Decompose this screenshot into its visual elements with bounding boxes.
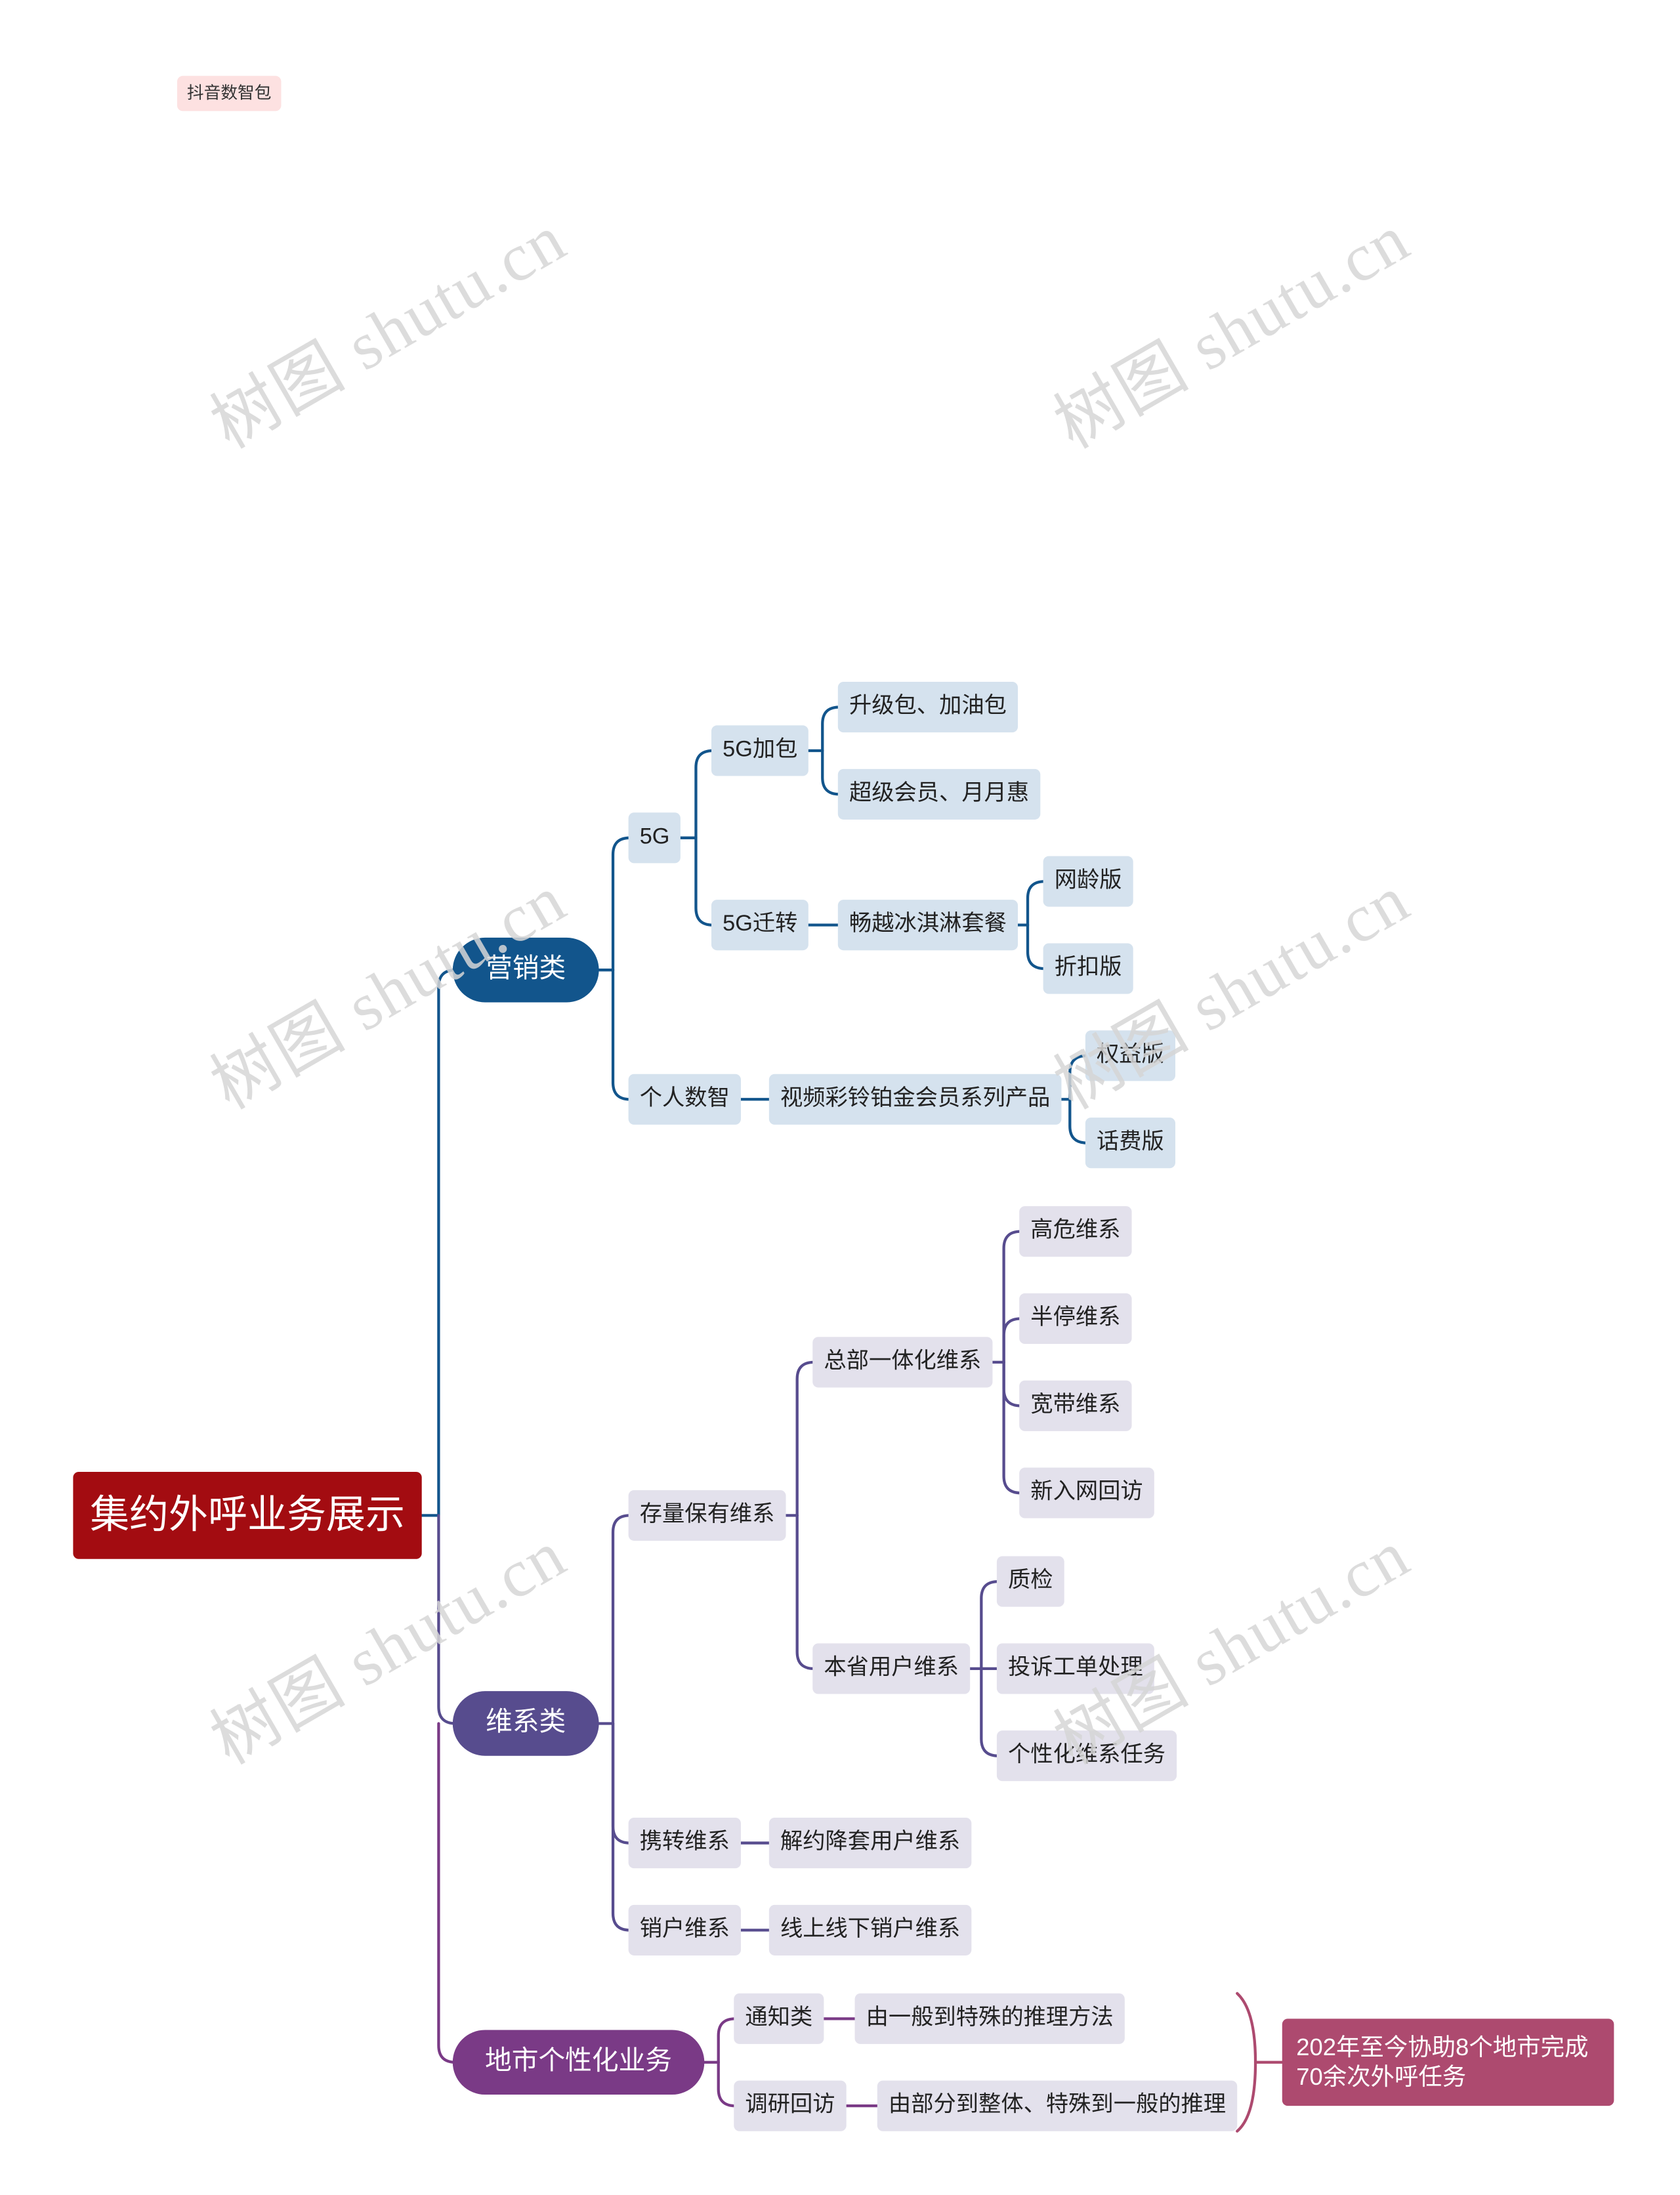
node-upgrade-pack[interactable]: 升级包、加油包 xyxy=(837,682,1018,733)
node-video-ringtone-product[interactable]: 视频彩铃铂金会员系列产品 xyxy=(768,1074,1062,1125)
node-complaint-handling[interactable]: 投诉工单处理 xyxy=(996,1643,1154,1694)
node-survey-followup[interactable]: 调研回访 xyxy=(734,2080,847,2131)
topic-local-business[interactable]: 地市个性化业务 xyxy=(452,2030,705,2095)
node-new-user-followup[interactable]: 新入网回访 xyxy=(1019,1467,1154,1518)
node-discount-edition[interactable]: 折扣版 xyxy=(1043,943,1133,994)
node-personalized-task[interactable]: 个性化维系任务 xyxy=(996,1730,1177,1782)
tag-badge: 抖音数智包 xyxy=(177,75,282,112)
node-super-member[interactable]: 超级会员、月月惠 xyxy=(837,768,1041,820)
node-notice[interactable]: 通知类 xyxy=(734,1993,824,2044)
node-broadband[interactable]: 宽带维系 xyxy=(1019,1380,1132,1431)
summary-note[interactable]: 202年至今协助8个地市完成70余次外呼任务 xyxy=(1282,2018,1614,2106)
node-stock-retention[interactable]: 存量保有维系 xyxy=(628,1490,786,1541)
node-5g[interactable]: 5G xyxy=(628,812,681,864)
node-online-offline-cancel[interactable]: 线上线下销户维系 xyxy=(768,1904,972,1955)
node-high-risk[interactable]: 高危维系 xyxy=(1019,1206,1132,1257)
node-induction-method[interactable]: 由部分到整体、特殊到一般的推理 xyxy=(877,2080,1238,2131)
node-quality-check[interactable]: 质检 xyxy=(996,1556,1064,1607)
node-billing-edition[interactable]: 话费版 xyxy=(1085,1118,1175,1169)
node-personal-digital[interactable]: 个人数智 xyxy=(628,1074,742,1125)
topic-maintenance[interactable]: 维系类 xyxy=(452,1691,599,1756)
node-icecream-package[interactable]: 畅越冰淇淋套餐 xyxy=(837,900,1018,951)
node-transfer-retention[interactable]: 携转维系 xyxy=(628,1817,742,1869)
node-deduction-method[interactable]: 由一般到特殊的推理方法 xyxy=(854,1993,1125,2044)
node-benefit-edition[interactable]: 权益版 xyxy=(1085,1030,1175,1081)
topic-marketing[interactable]: 营销类 xyxy=(452,937,599,1003)
node-cancel-retention[interactable]: 销户维系 xyxy=(628,1904,742,1955)
node-5g-jiabao[interactable]: 5G加包 xyxy=(711,725,809,776)
root-topic[interactable]: 集约外呼业务展示 xyxy=(73,1471,422,1559)
node-tenure-edition[interactable]: 网龄版 xyxy=(1043,856,1133,907)
node-half-stop[interactable]: 半停维系 xyxy=(1019,1293,1132,1345)
node-5g-migration[interactable]: 5G迁转 xyxy=(711,900,809,951)
node-hq-retention[interactable]: 总部一体化维系 xyxy=(812,1337,993,1388)
node-downgrade-users[interactable]: 解约降套用户维系 xyxy=(768,1817,972,1869)
node-province-retention[interactable]: 本省用户维系 xyxy=(812,1643,971,1694)
